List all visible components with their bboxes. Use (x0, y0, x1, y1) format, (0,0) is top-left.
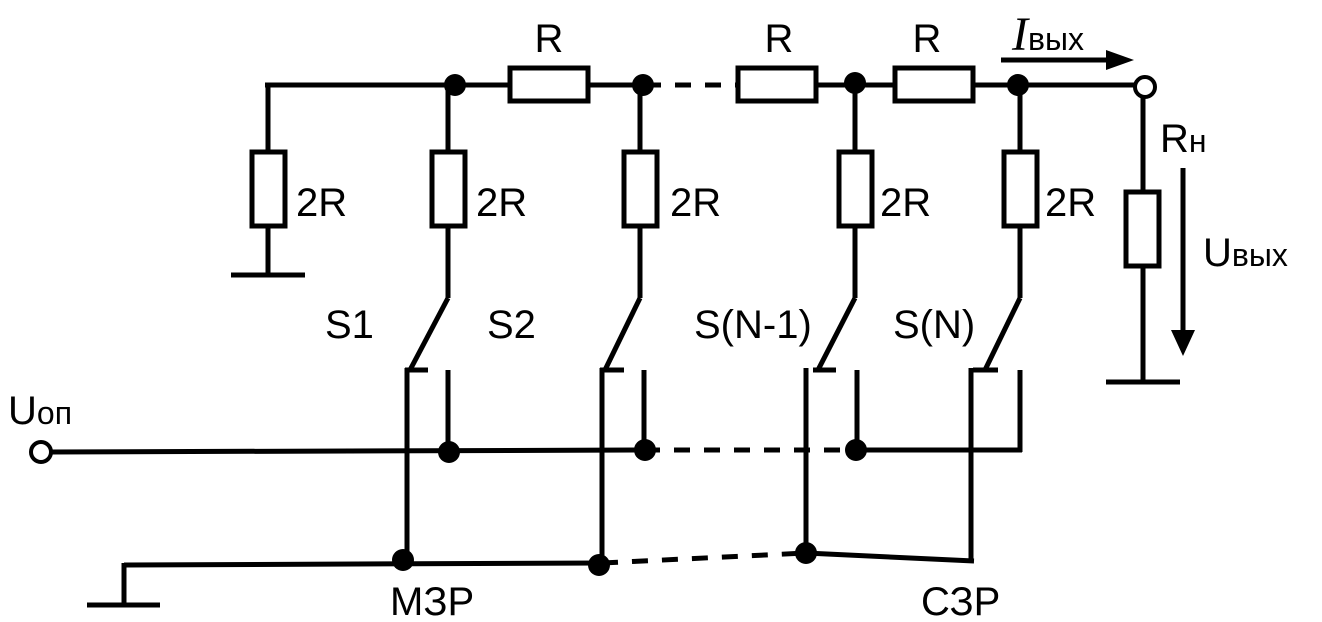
junction-dot (438, 441, 460, 463)
junction-dot (632, 74, 654, 96)
output-current-label: Iвых (1011, 8, 1084, 61)
branch-sn-1-2r-label: 2R (880, 181, 931, 225)
branch-s1: 2R S1 (325, 85, 527, 560)
junction-dot (1007, 74, 1029, 96)
switch-s2-label: S2 (487, 303, 536, 347)
msb-label: СЗР (921, 580, 1000, 622)
series-resistor-3-label: R (913, 17, 942, 61)
branch-sn-1: 2R S(N-1) (694, 85, 931, 553)
junction-dot (795, 542, 817, 564)
branch-sn-2r-label: 2R (1045, 181, 1096, 225)
termination-2r-label: 2R (296, 181, 347, 225)
output-terminal (1133, 75, 1157, 99)
junction-dot (634, 439, 656, 461)
series-resistor-2-label: R (765, 17, 794, 61)
output-voltage-label: Uвых (1203, 231, 1288, 275)
series-resistor-1-label: R (535, 17, 564, 61)
load-resistor: Rн (1106, 96, 1207, 385)
branch-s1-2r-label: 2R (476, 181, 527, 225)
series-resistor-2: R (735, 17, 819, 104)
series-resistor-3: R (892, 17, 976, 104)
reference-bus (49, 447, 1022, 455)
termination-2r: 2R (231, 83, 347, 278)
switch-s1-label: S1 (325, 303, 374, 347)
switch-sn-1-label: S(N-1) (694, 303, 812, 347)
reference-voltage-label: Uоп (8, 389, 72, 433)
switch-sn-label: S(N) (893, 303, 975, 347)
reference-input-terminal (29, 440, 53, 464)
lsb-label: МЗР (390, 580, 474, 622)
branch-s2: 2R S2 (487, 85, 721, 563)
junction-dot (392, 549, 414, 571)
branch-sn: 2R S(N) (893, 85, 1096, 561)
junction-dot (844, 72, 866, 94)
junction-dot (845, 439, 867, 461)
junction-dot (444, 74, 466, 96)
series-resistor-1: R (507, 17, 591, 104)
junction-dots (392, 72, 1029, 576)
ground-bus (87, 550, 975, 608)
output-voltage-arrow: Uвых (1171, 168, 1288, 356)
branch-s2-2r-label: 2R (670, 181, 721, 225)
junction-dot (588, 554, 610, 576)
output-current-arrow: Iвых (1001, 8, 1134, 70)
load-resistor-label: Rн (1160, 117, 1207, 161)
